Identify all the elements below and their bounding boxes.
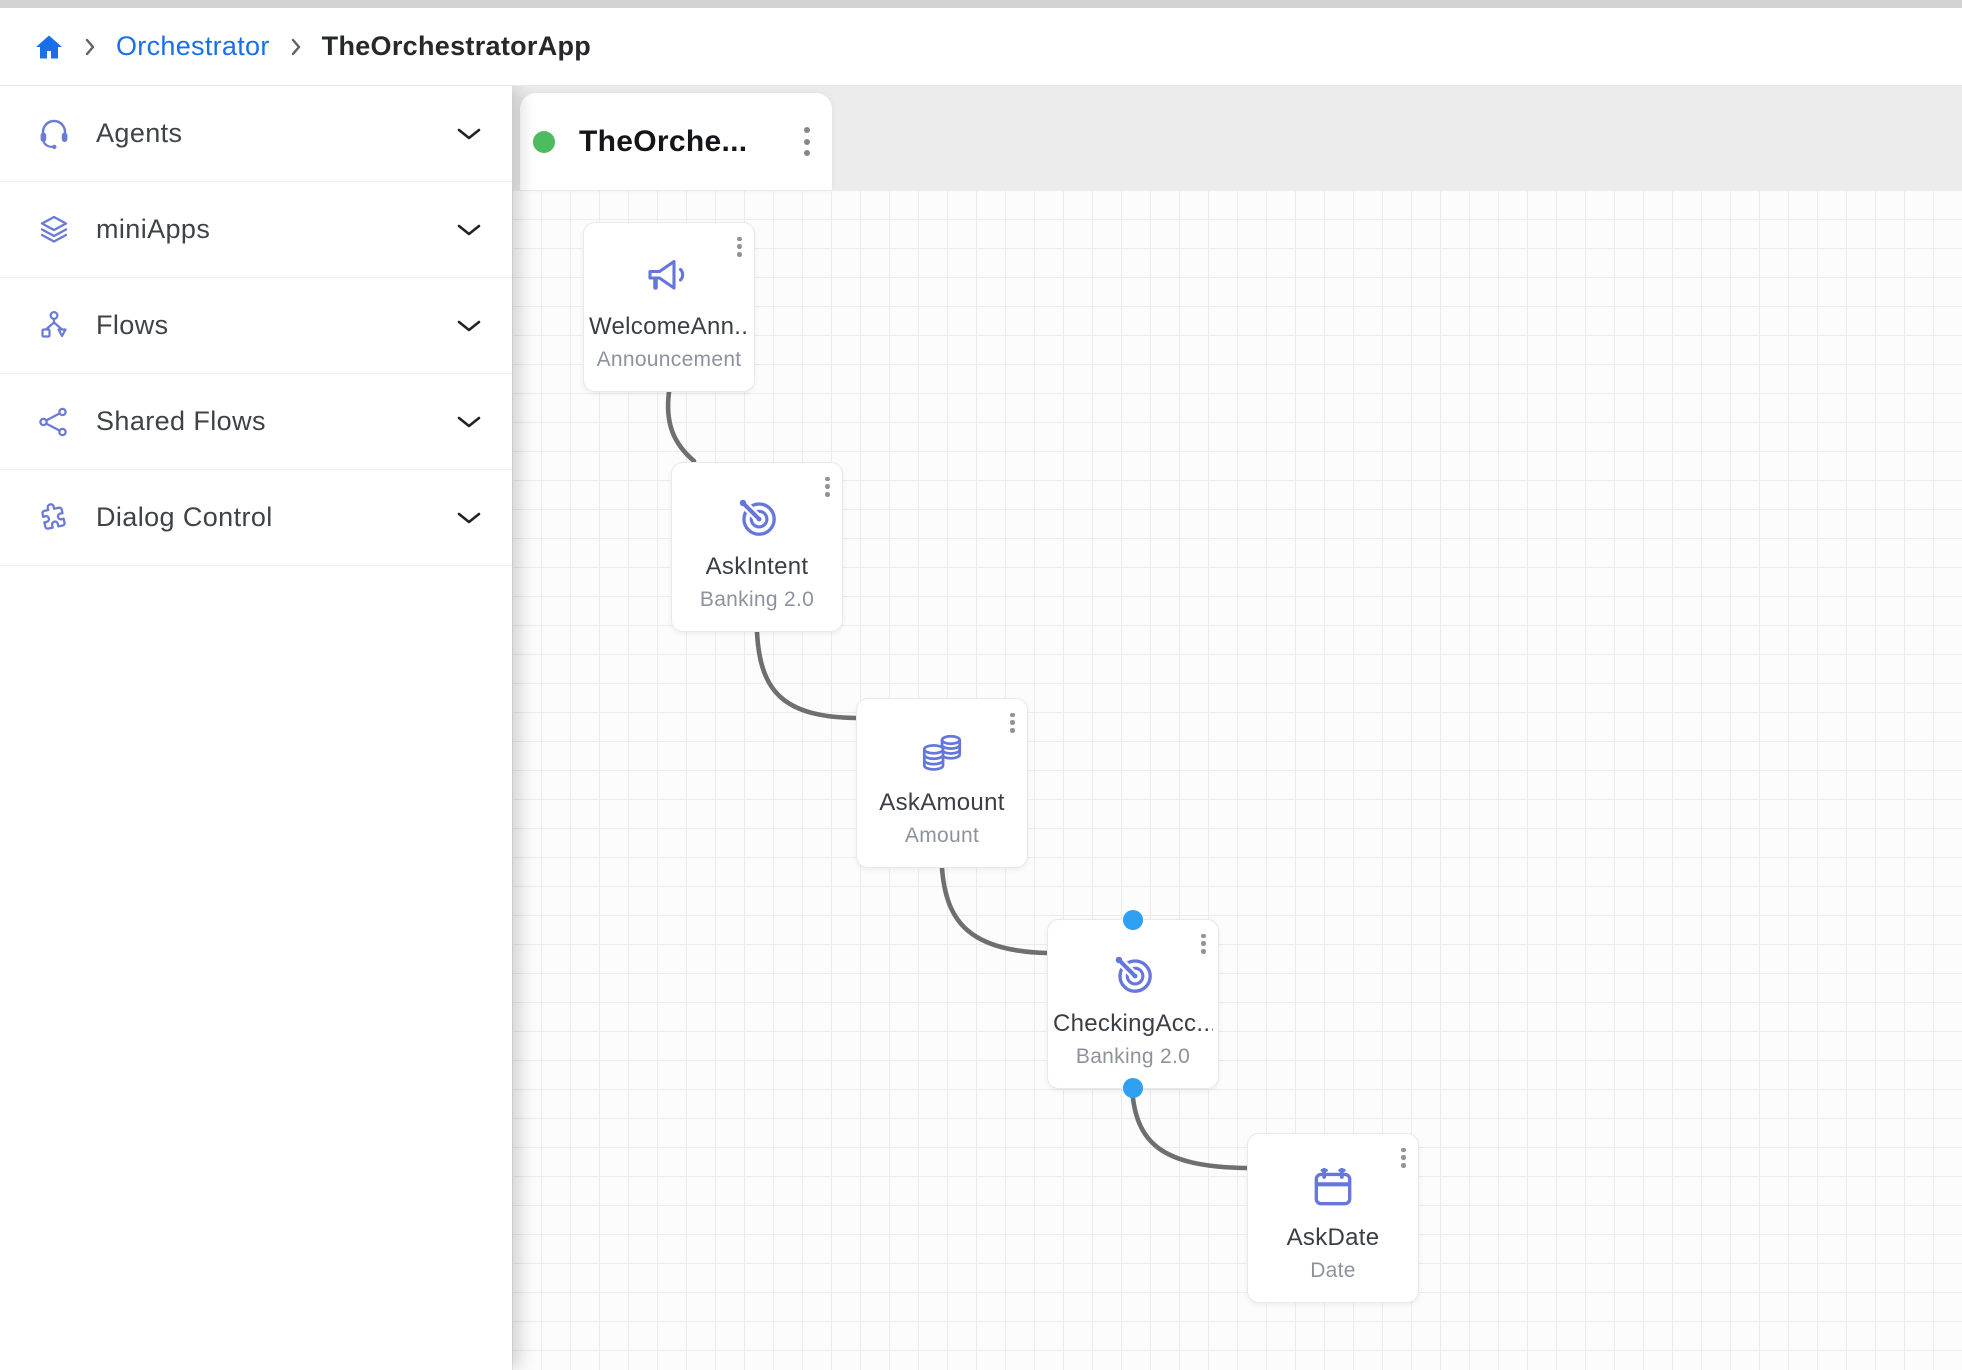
chevron-down-icon[interactable] bbox=[456, 126, 482, 142]
sidebar-item-label: miniApps bbox=[96, 214, 211, 244]
target-icon bbox=[732, 491, 782, 543]
sidebar-item-flows[interactable]: Flows bbox=[0, 278, 512, 374]
sidebar-item-label: Agents bbox=[96, 118, 183, 148]
node-askdate[interactable]: AskDate Date bbox=[1247, 1133, 1419, 1303]
sidebar-item-miniapps[interactable]: miniApps bbox=[0, 182, 512, 278]
sidebar-item-label: Shared Flows bbox=[96, 406, 266, 436]
node-title: WelcomeAnn... bbox=[589, 313, 749, 340]
puzzle-icon bbox=[36, 500, 72, 536]
chevron-down-icon[interactable] bbox=[456, 318, 482, 334]
node-welcomeannouncement[interactable]: WelcomeAnn... Announcement bbox=[583, 222, 755, 392]
node-subtitle: Date bbox=[1310, 1259, 1356, 1282]
kebab-menu-icon[interactable] bbox=[804, 125, 810, 159]
edges-layer bbox=[665, 389, 1250, 1171]
edge-welcome-askintent[interactable] bbox=[665, 389, 697, 464]
tab-label: TheOrche... bbox=[579, 124, 748, 158]
window-top-strip bbox=[0, 0, 1962, 8]
breadcrumb-current-page: TheOrchestratorApp bbox=[321, 31, 592, 61]
coins-icon bbox=[917, 727, 967, 779]
sidebar-item-label: Flows bbox=[96, 310, 169, 340]
sidebar-item-label: Dialog Control bbox=[96, 502, 273, 532]
calendar-icon bbox=[1309, 1162, 1357, 1214]
connection-handle-bottom[interactable] bbox=[1123, 1078, 1143, 1098]
edge-askintent-askamount[interactable] bbox=[754, 629, 859, 721]
flowchart-icon bbox=[36, 308, 72, 344]
chevron-right-icon bbox=[288, 35, 304, 59]
node-askamount[interactable]: AskAmount Amount bbox=[856, 698, 1028, 868]
edge-checking-askdate[interactable] bbox=[1129, 1086, 1250, 1171]
node-checkingaccount[interactable]: CheckingAcc... Banking 2.0 bbox=[1047, 910, 1219, 1098]
share-icon bbox=[36, 404, 72, 440]
node-subtitle: Banking 2.0 bbox=[699, 588, 815, 611]
node-subtitle: Amount bbox=[904, 824, 980, 847]
node-title: CheckingAcc... bbox=[1053, 1010, 1213, 1037]
layers-icon bbox=[36, 212, 72, 248]
sidebar: Agents miniApps bbox=[0, 86, 512, 1370]
connection-handle-top[interactable] bbox=[1123, 910, 1143, 930]
kebab-menu-icon[interactable] bbox=[1401, 1146, 1406, 1169]
sidebar-item-agents[interactable]: Agents bbox=[0, 86, 512, 182]
node-title: AskAmount bbox=[879, 789, 1005, 816]
breadcrumb-orchestrator-link[interactable]: Orchestrator bbox=[116, 31, 270, 61]
chevron-down-icon[interactable] bbox=[456, 510, 482, 526]
chevron-down-icon[interactable] bbox=[456, 414, 482, 430]
kebab-menu-icon[interactable] bbox=[825, 475, 830, 498]
breadcrumb: Orchestrator TheOrchestratorApp bbox=[0, 8, 1962, 86]
kebab-menu-icon[interactable] bbox=[1201, 932, 1206, 955]
sidebar-item-dialog-control[interactable]: Dialog Control bbox=[0, 470, 512, 566]
home-icon[interactable] bbox=[34, 33, 64, 61]
tab-bar: TheOrche... bbox=[512, 86, 1962, 190]
node-subtitle: Announcement bbox=[596, 348, 742, 371]
node-subtitle: Banking 2.0 bbox=[1075, 1045, 1191, 1068]
node-title: AskDate bbox=[1286, 1224, 1380, 1251]
node-askintent[interactable]: AskIntent Banking 2.0 bbox=[671, 462, 843, 632]
megaphone-icon bbox=[643, 251, 695, 303]
chevron-right-icon bbox=[82, 35, 98, 59]
kebab-menu-icon[interactable] bbox=[737, 235, 742, 258]
sidebar-item-shared-flows[interactable]: Shared Flows bbox=[0, 374, 512, 470]
flow-canvas[interactable]: WelcomeAnn... Announcement AskIntent Ban… bbox=[512, 190, 1962, 1370]
headset-icon bbox=[36, 116, 72, 152]
kebab-menu-icon[interactable] bbox=[1010, 711, 1015, 734]
edge-askamount-checking[interactable] bbox=[939, 865, 1050, 956]
status-dot bbox=[533, 130, 555, 153]
tab-theorchestratorapp[interactable]: TheOrche... bbox=[520, 93, 832, 190]
node-title: AskIntent bbox=[705, 553, 809, 580]
target-icon bbox=[1108, 948, 1158, 1000]
chevron-down-icon[interactable] bbox=[456, 222, 482, 238]
